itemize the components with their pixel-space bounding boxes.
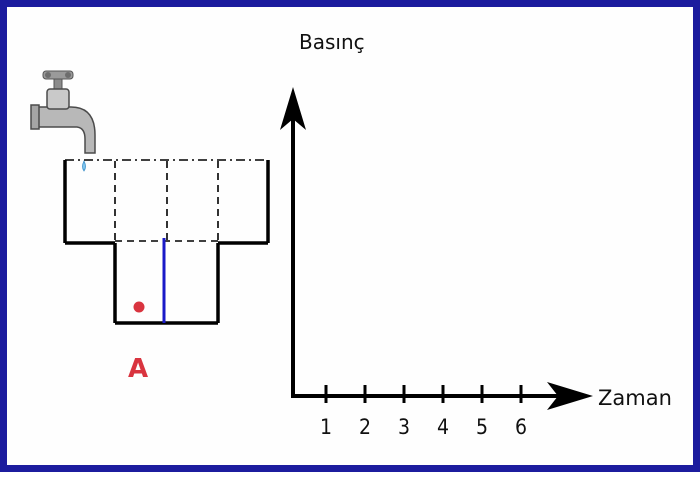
- y-axis-label: Basınç: [299, 30, 365, 54]
- x-tick-label-3: 3: [398, 415, 410, 439]
- fill-level-guides: [65, 159, 268, 242]
- x-axis-ticks: 1 2 3 4 5 6: [320, 385, 527, 439]
- x-axis-label: Zaman: [598, 386, 672, 410]
- x-tick-label-4: 4: [437, 415, 449, 439]
- x-tick-label-6: 6: [515, 415, 527, 439]
- container-outline: [63, 160, 270, 325]
- point-a-marker: [133, 301, 145, 313]
- faucet-icon: [30, 70, 96, 172]
- axes: [280, 87, 593, 410]
- diagram-canvas: A Basınç Zaman 1 2 3 4 5 6: [30, 30, 672, 439]
- y-axis-arrowhead: [280, 87, 306, 130]
- x-tick-label-1: 1: [320, 415, 332, 439]
- point-a-label: A: [128, 354, 148, 384]
- x-tick-label-5: 5: [476, 415, 488, 439]
- x-axis-arrowhead: [547, 382, 593, 410]
- x-tick-label-2: 2: [359, 415, 371, 439]
